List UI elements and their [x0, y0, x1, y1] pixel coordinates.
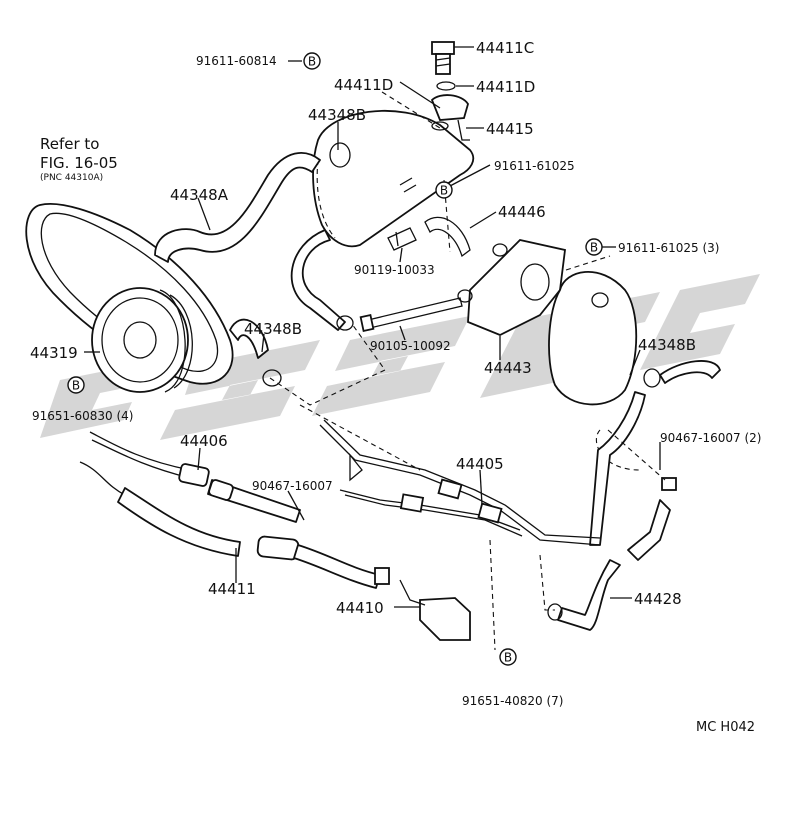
label-91611-60814: 91611-60814 [196, 54, 277, 68]
crankshaft-pulley [91, 287, 193, 393]
svg-text:B: B [504, 651, 512, 665]
label-44405: 44405 [456, 455, 504, 473]
hose-return-right [589, 391, 677, 561]
bolt-symbol-icon: B [585, 238, 603, 256]
gasket-44411D-top [436, 81, 456, 91]
part-labels: 44411C 91611-60814 44411D 44411D 44348B … [30, 39, 762, 708]
union-bolt-44411C [431, 41, 455, 75]
label-91611-61025: 91611-61025 [494, 159, 575, 173]
label-44446: 44446 [498, 203, 546, 221]
reservoir-tank [312, 109, 475, 248]
hose-44348B-right [643, 360, 721, 388]
label-44348A: 44348A [170, 186, 229, 204]
label-44411D-left: 44411D [334, 76, 393, 94]
label-91651-60830-4: 91651-60830 (4) [32, 409, 134, 423]
label-90119-10033: 90119-10033 [354, 263, 435, 277]
label-90467-16007: 90467-16007 [252, 479, 333, 493]
power-steering-pump [548, 271, 641, 471]
clamp-44446 [424, 216, 471, 258]
reference-line-2: FIG. 16-05 [40, 154, 118, 172]
reference-line-3: (PNC 44310A) [40, 173, 103, 183]
label-44410: 44410 [336, 599, 384, 617]
hose-44411 [79, 461, 390, 589]
svg-text:B: B [308, 55, 316, 69]
label-90105-10092: 90105-10092 [370, 339, 451, 353]
label-44411: 44411 [208, 580, 256, 598]
label-44411C: 44411C [476, 39, 534, 57]
label-44406: 44406 [180, 432, 228, 450]
pump-bracket-44443 [457, 239, 566, 336]
label-44348B-right: 44348B [638, 336, 696, 354]
label-44415: 44415 [486, 120, 534, 138]
label-91651-40820-7: 91651-40820 (7) [462, 694, 564, 708]
bolt-90105-10092 [359, 297, 463, 332]
hose-44348B-belt [229, 318, 282, 387]
label-44443: 44443 [484, 359, 532, 377]
label-44348B-mid: 44348B [244, 320, 302, 338]
cooler-tube-44405 [319, 419, 601, 546]
label-44319: 44319 [30, 344, 78, 362]
reference-line-1: Refer to [40, 135, 99, 153]
bolt-90119-10033 [387, 227, 417, 251]
svg-text:B: B [72, 379, 80, 393]
bolt-symbol-icon: B [67, 376, 85, 394]
svg-text:B: B [590, 241, 598, 255]
bolt-symbol-icon: B [499, 648, 517, 666]
label-90467-16007-2: 90467-16007 (2) [660, 431, 762, 445]
label-44411D-right: 44411D [476, 78, 535, 96]
bolt-symbol-icon: B [435, 181, 453, 199]
bracket-44410 [399, 579, 471, 641]
svg-text:B: B [440, 184, 448, 198]
hose-reservoir-to-pump [290, 229, 354, 331]
label-44348B-top: 44348B [308, 106, 366, 124]
fitting-44415 [430, 94, 470, 141]
hose-44428 [547, 559, 621, 631]
label-91611-61025-3: 91611-61025 (3) [618, 241, 720, 255]
label-44428: 44428 [634, 590, 682, 608]
leader-lines [84, 46, 661, 608]
figure-reference: Refer to FIG. 16-05 (PNC 44310A) [40, 135, 118, 183]
hose-44406 [89, 431, 301, 523]
bolt-symbol-icon: B [303, 52, 321, 70]
figure-code: MC H042 [696, 720, 755, 735]
bolt-symbol-group: B B B B B [67, 52, 603, 666]
hose-44348A [154, 152, 321, 263]
